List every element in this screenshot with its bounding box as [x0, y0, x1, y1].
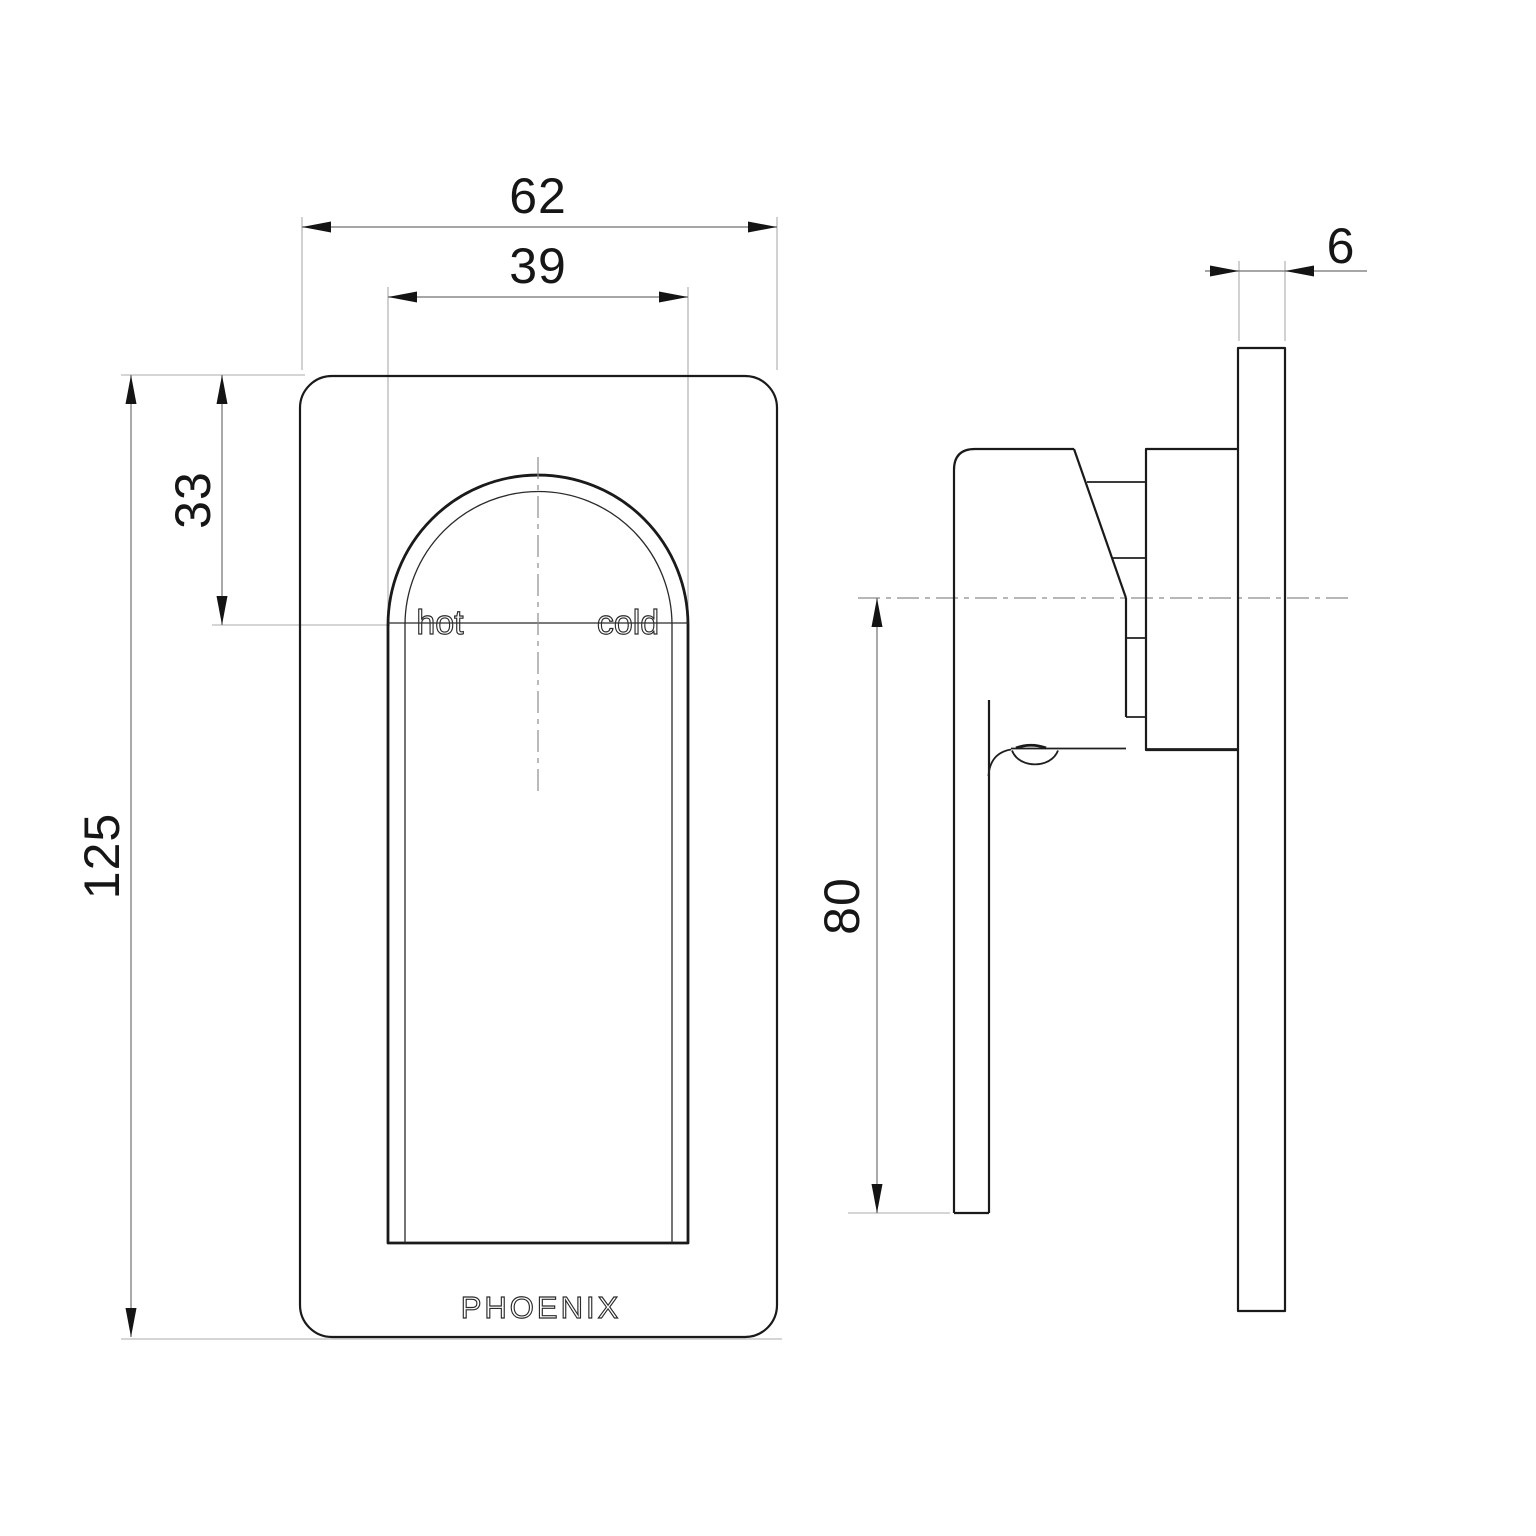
dim-text-recess-width: 39 [509, 238, 567, 294]
hot-label: hot [416, 604, 464, 642]
recess-inner-outline [404, 490, 673, 1243]
arrow-plate-width-left [302, 221, 331, 233]
arrow-thickness-right [1285, 265, 1314, 277]
handle-slant-edge [1072, 448, 1128, 599]
arrow-plate-height-top [125, 375, 137, 404]
front-view: 62 39 33 125 hot cold PHOENIX [74, 168, 782, 1340]
arrow-handle-length-bottom [871, 1184, 883, 1213]
dim-text-arch-depth: 33 [165, 471, 221, 529]
side-view: 6 80 [814, 218, 1367, 1313]
recess-outer-outline [386, 473, 690, 1245]
cartridge-body [1144, 447, 1238, 752]
handle-top-edge [952, 447, 1074, 471]
handle-neck-fillet [987, 748, 1012, 777]
arrow-plate-width-right [748, 221, 777, 233]
arrow-recess-width-left [388, 291, 417, 303]
arrow-recess-width-right [659, 291, 688, 303]
arrow-plate-height-bottom [125, 1308, 137, 1337]
dim-text-plate-height: 125 [74, 813, 130, 899]
arrow-thickness-left [1210, 265, 1239, 277]
brand-logo-text: PHOENIX [461, 1290, 622, 1325]
pivot-cap-bulge [1011, 750, 1059, 766]
wall-plate-front [298, 374, 779, 1339]
cold-label: cold [597, 604, 659, 642]
arrow-arch-depth-top [216, 375, 228, 404]
wall-plate-side [1236, 346, 1287, 1313]
arrow-handle-length-top [871, 598, 883, 627]
dim-text-plate-width: 62 [509, 168, 567, 224]
dim-text-plate-thickness: 6 [1327, 218, 1356, 274]
arrow-arch-depth-bottom [216, 596, 228, 625]
dim-text-handle-length: 80 [814, 877, 870, 935]
pivot-pin-lens [1015, 743, 1047, 750]
